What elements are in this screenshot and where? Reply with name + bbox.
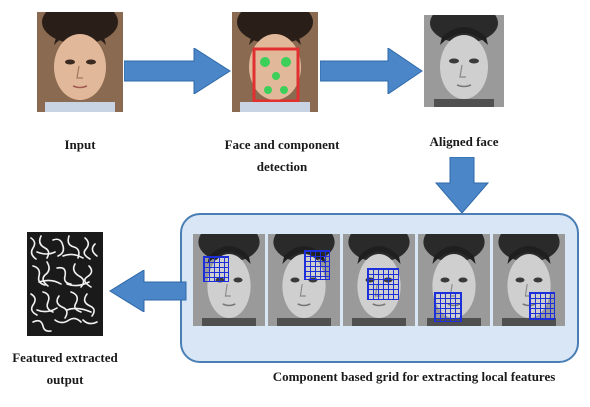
grid-caption: Component based grid for extracting loca… bbox=[272, 369, 556, 384]
nose-grid bbox=[367, 268, 399, 300]
input-label: Input bbox=[64, 137, 96, 152]
left-eye-grid bbox=[203, 256, 229, 282]
detection-label: Face and component detection bbox=[224, 137, 340, 174]
aligned-face-image bbox=[424, 15, 504, 107]
grid-face-left-mouth bbox=[418, 234, 490, 326]
right-eye-grid bbox=[304, 250, 330, 280]
arrow-right-icon bbox=[320, 48, 423, 94]
grid-face-right-eye bbox=[268, 234, 340, 326]
grid-face-right-mouth bbox=[493, 234, 565, 326]
grid-face-nose bbox=[343, 234, 415, 326]
arrow-left-icon bbox=[109, 270, 187, 312]
grid-face-left-eye bbox=[193, 234, 265, 326]
right-mouth-grid bbox=[529, 292, 555, 320]
feature-output-image bbox=[27, 232, 103, 336]
detection-face-image bbox=[232, 12, 318, 112]
input-face-image bbox=[37, 12, 123, 112]
output-label: Featured extracted output bbox=[12, 350, 118, 387]
aligned-label: Aligned face bbox=[429, 134, 499, 149]
arrow-down-icon bbox=[434, 157, 490, 214]
left-mouth-grid bbox=[434, 292, 462, 322]
arrow-right-icon bbox=[124, 48, 231, 94]
